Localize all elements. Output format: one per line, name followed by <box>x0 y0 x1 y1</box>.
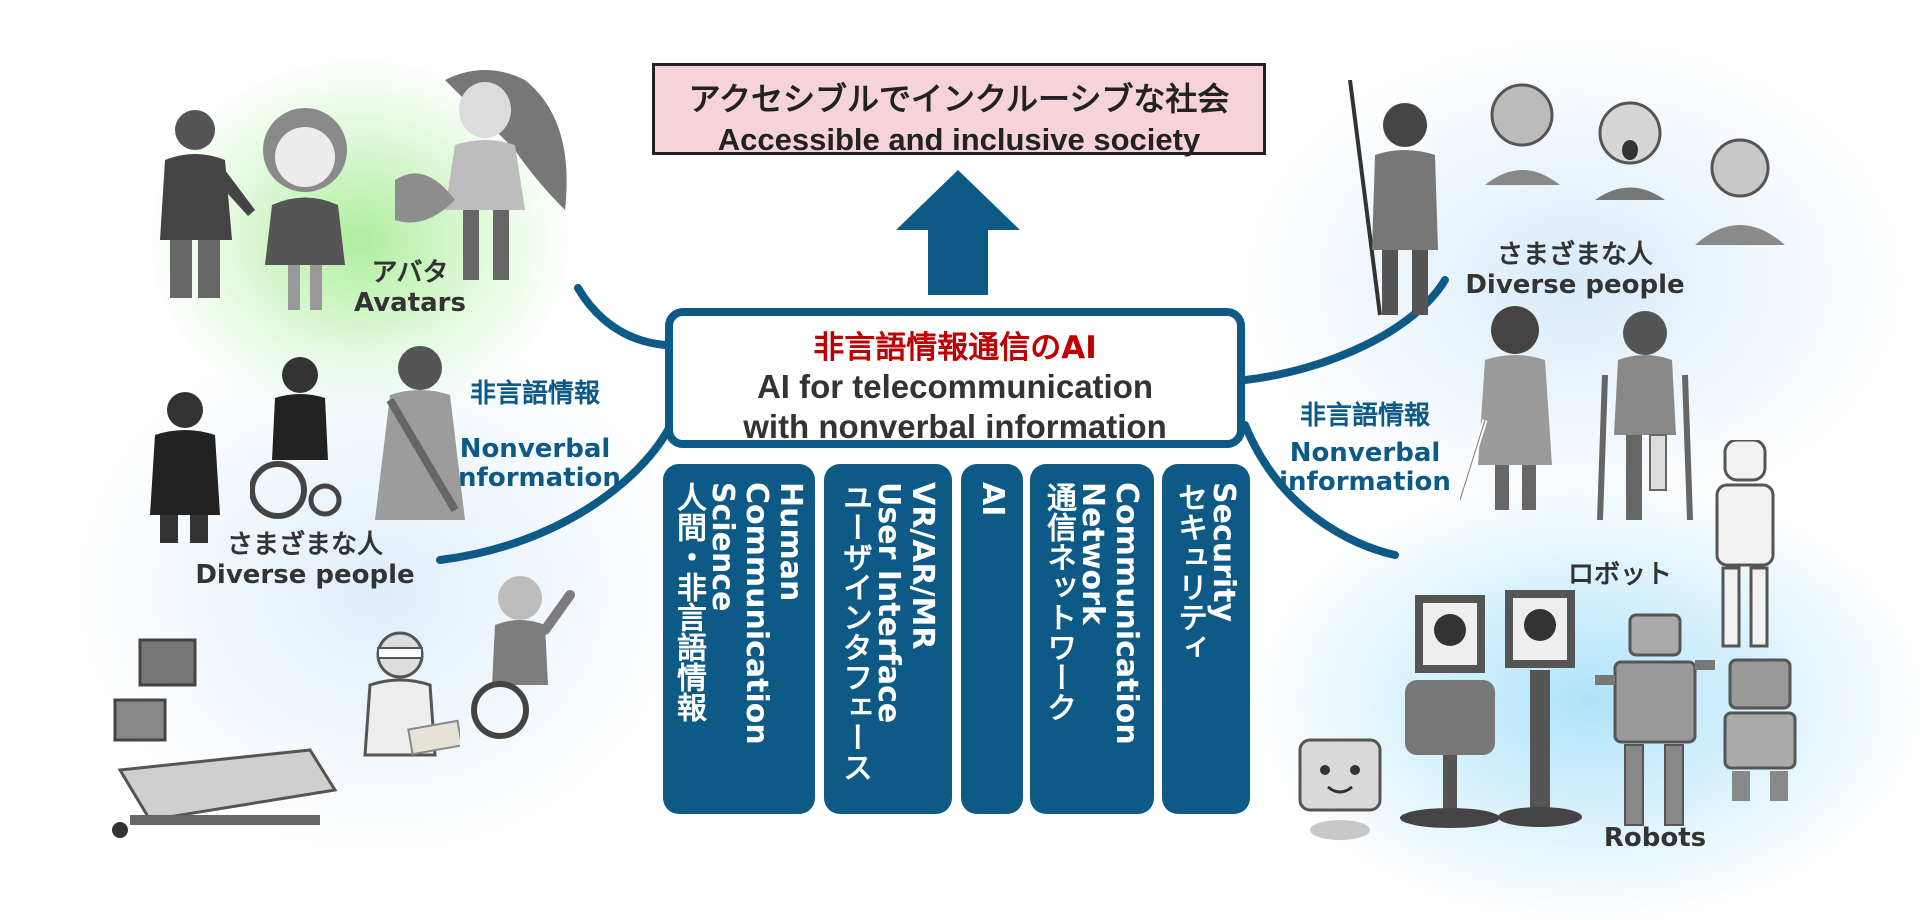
center-title-jp: 非言語情報通信のAI <box>813 330 1097 366</box>
left-diverse-jp: さまざまな人 <box>226 530 383 560</box>
right-diverse-label: さまざまな人 Diverse people <box>1450 240 1700 300</box>
hospital-bed-figure <box>112 638 338 838</box>
center-title-en-line2: with nonverbal information <box>743 408 1167 445</box>
pillar-text: Security セキュリティ <box>1172 482 1241 662</box>
wheelchair-woman-figure <box>250 357 342 519</box>
right-diverse-jp: さまざまな人 <box>1496 240 1653 270</box>
blind-woman-figure <box>1460 306 1552 510</box>
avatar-girl-figure <box>263 108 347 310</box>
center-box: 非言語情報通信のAI AI for telecommunication with… <box>665 308 1245 448</box>
goal-title-jp: アクセシブルでインクルーシブな社会 <box>688 80 1230 118</box>
humanoid-robot-figure <box>1715 440 1775 648</box>
presenter-man-figure <box>160 110 255 298</box>
left-diverse-label: さまざまな人 Diverse people <box>180 530 430 590</box>
right-nonverbal-en2: information <box>1279 467 1451 497</box>
left-diverse-en: Diverse people <box>195 560 415 590</box>
robots-label-en: Robots <box>1603 823 1707 853</box>
curve-bottom-left <box>436 426 672 564</box>
crutches-man-figure <box>1597 311 1693 521</box>
businessman-figure <box>150 392 220 543</box>
robots-label-jp: ロボット <box>1567 560 1672 590</box>
robot-glow <box>1260 480 1920 920</box>
curve-top-left <box>574 284 669 349</box>
avatars-label: アバタ Avatars <box>340 258 480 318</box>
right-nonverbal-jp: 非言語情報 <box>1299 401 1430 431</box>
cute-robot-figure <box>1298 738 1382 840</box>
right-nonverbal-en1: Nonverbal <box>1289 438 1441 468</box>
retro-robot-figure <box>1595 613 1715 826</box>
pillar-vr-ui: VR/AR/MR User Interface ユーザインタフェース <box>824 464 952 814</box>
shocked-woman-figure <box>1595 101 1665 200</box>
pillar-network: Communication Network 通信ネットワーク <box>1030 464 1154 814</box>
pillar-text: VR/AR/MR User Interface ユーザインタフェース <box>837 482 940 782</box>
avatars-label-en: Avatars <box>354 288 466 318</box>
left-nonverbal-label: 非言語情報 Nonverbal information <box>440 380 630 493</box>
pillar-security: Security セキュリティ <box>1162 464 1250 814</box>
small-robot-figure <box>1723 658 1797 801</box>
center-title-en-line1: AI for telecommunication <box>756 368 1154 405</box>
right-diverse-en: Diverse people <box>1465 270 1685 300</box>
left-nonverbal-en2: information <box>449 463 621 493</box>
sari-woman-figure <box>375 346 465 520</box>
fantasy-avatar-figure <box>395 70 567 280</box>
curve-top-right <box>1241 276 1449 384</box>
elderly-wheelchair-figure <box>471 576 575 739</box>
goal-title-en: Accessible and inclusive society <box>717 122 1201 157</box>
curve-bottom-right <box>1241 421 1399 559</box>
pillar-text: Human Communication Science 人間・非言語情報 <box>671 482 808 745</box>
up-arrow-icon <box>896 170 1020 295</box>
tribal-man-figure <box>1348 80 1438 316</box>
left-nonverbal-jp: 非言語情報 <box>469 379 600 409</box>
telepresence-robot-left-figure <box>1400 595 1500 828</box>
pillar-human-communication: Human Communication Science 人間・非言語情報 <box>663 464 815 814</box>
goal-box: アクセシブルでインクルーシブな社会 Accessible and inclusi… <box>652 63 1266 157</box>
pillar-ai: AI <box>961 464 1023 814</box>
pillar-text: Communication Network 通信ネットワーク <box>1041 482 1144 745</box>
pillar-text: AI <box>975 482 1010 517</box>
surprised-man-figure <box>1695 138 1785 245</box>
right-people-glow <box>1250 40 1900 520</box>
shocked-man-figure <box>1485 83 1560 185</box>
telepresence-robot-right-figure <box>1498 590 1582 827</box>
left-nonverbal-en1: Nonverbal <box>459 434 611 464</box>
right-nonverbal-label: 非言語情報 Nonverbal information <box>1265 402 1465 497</box>
blindfolded-man-figure <box>363 631 460 757</box>
avatars-label-jp: アバタ <box>371 258 449 288</box>
